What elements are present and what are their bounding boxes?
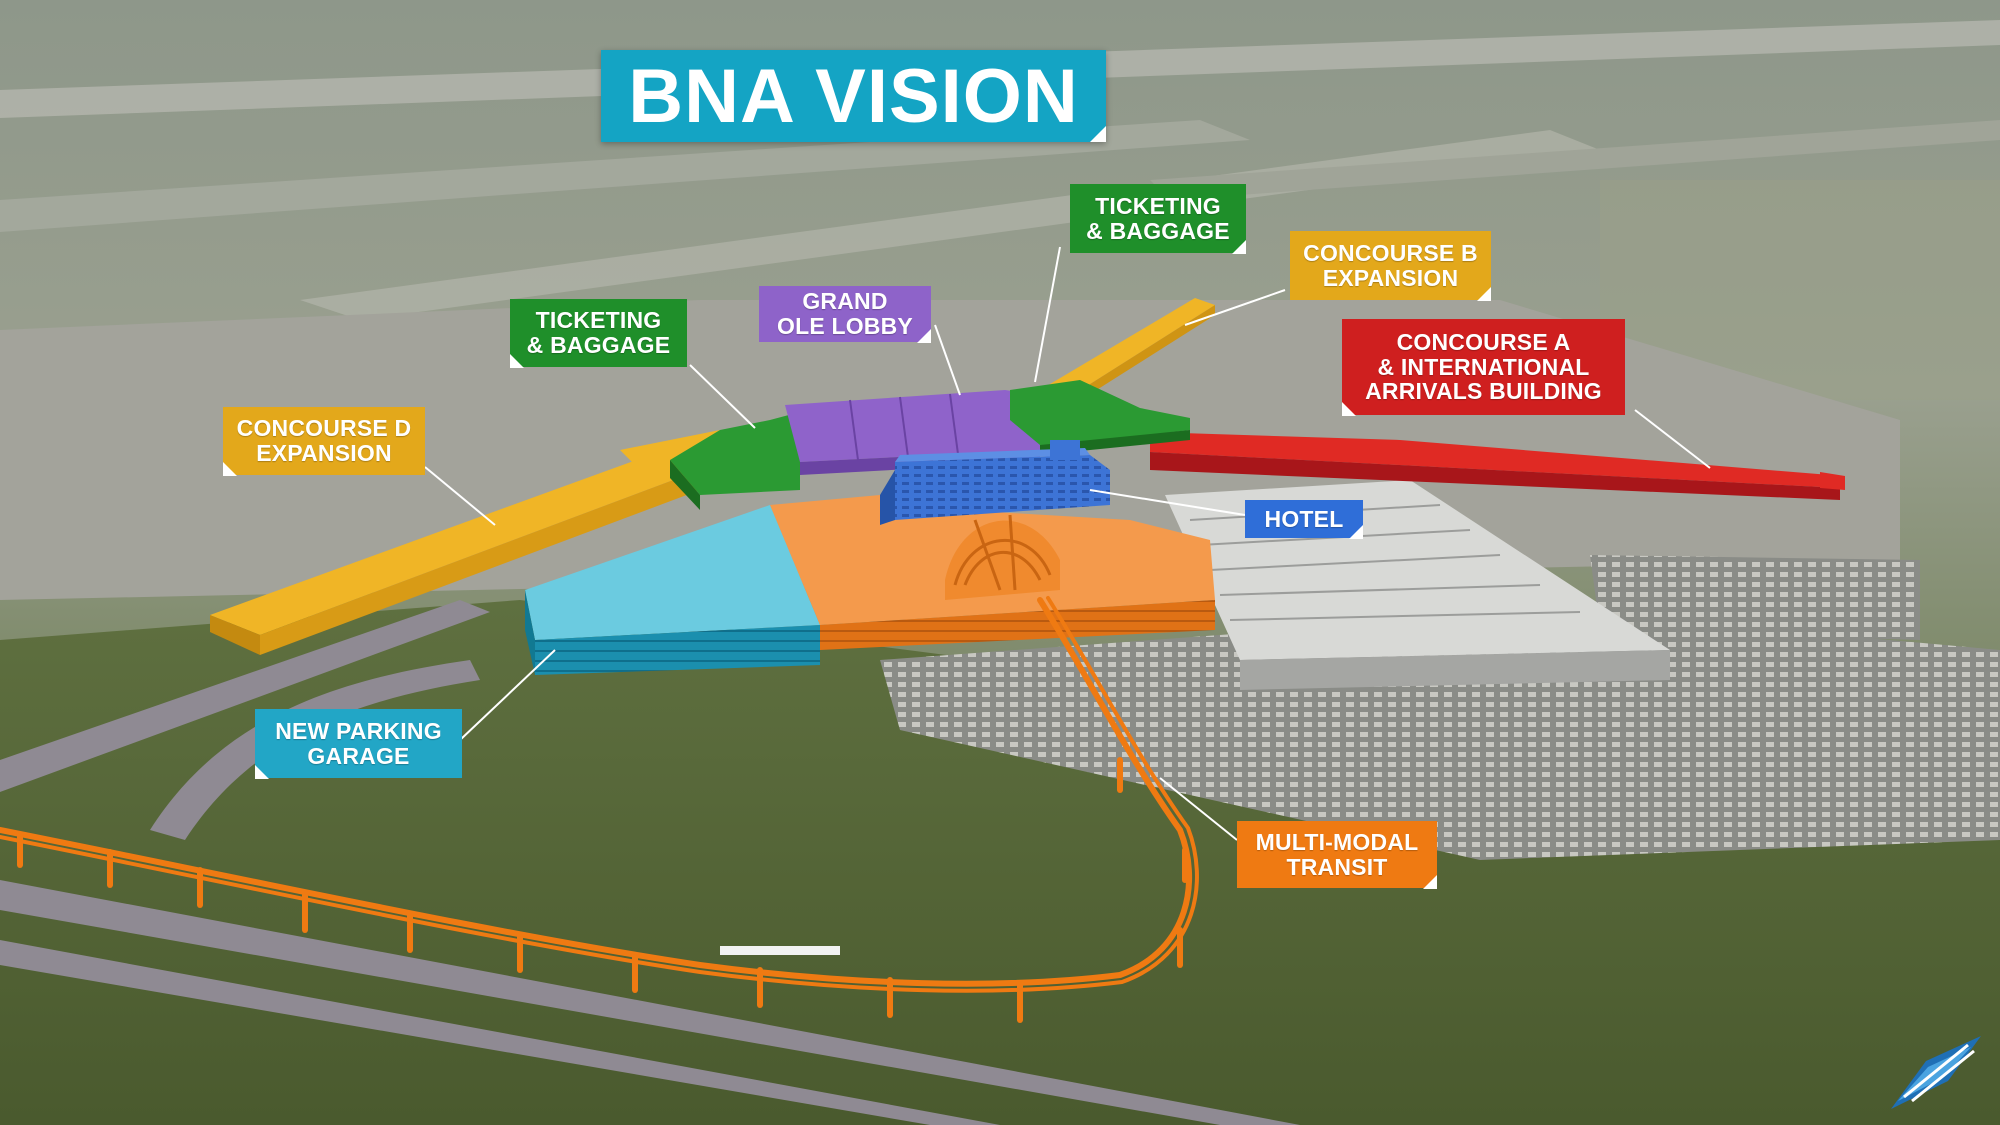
ticketing-left-building xyxy=(670,412,800,510)
label-concourse-d: CONCOURSE D EXPANSION xyxy=(223,407,425,476)
label-line: TICKETING xyxy=(1095,192,1221,219)
label-line: GARAGE xyxy=(307,742,410,769)
label-line: & BAGGAGE xyxy=(1086,217,1230,244)
callout-lines xyxy=(424,246,1711,841)
label-parking-garage: NEW PARKING GARAGE xyxy=(255,709,462,779)
label-line: EXPANSION xyxy=(1322,264,1459,291)
label-line: ARRIVALS BUILDING xyxy=(1365,378,1602,405)
label-line: CONCOURSE D xyxy=(236,415,412,442)
label-line: CONCOURSE B xyxy=(1303,239,1478,266)
transit-train xyxy=(720,946,840,955)
label-line: EXPANSION xyxy=(256,440,392,466)
surface-parking-2 xyxy=(1590,555,1920,640)
concourse-b-expansion-building xyxy=(1040,298,1215,410)
transit-guideway xyxy=(0,596,1199,1023)
label-line: NEW PARKING xyxy=(275,717,442,744)
transit-dome xyxy=(945,514,1060,600)
new-parking-garage-building xyxy=(525,505,820,675)
label-line: MULTI-MODAL xyxy=(1255,828,1419,855)
hotel-building xyxy=(880,440,1110,525)
label-line: & INTERNATIONAL xyxy=(1377,353,1590,380)
label-line: CONCOURSE A xyxy=(1396,328,1571,355)
label-ticketing-right: TICKETING & BAGGAGE xyxy=(1070,184,1246,254)
label-line: TRANSIT xyxy=(1286,853,1388,880)
concourse-a-building xyxy=(1150,432,1845,500)
roads xyxy=(0,600,1300,1125)
label-concourse-a: CONCOURSE A & INTERNATIONAL ARRIVALS BUI… xyxy=(1342,319,1625,416)
label-concourse-b: CONCOURSE B EXPANSION xyxy=(1290,231,1491,301)
label-line: HOTEL xyxy=(1264,505,1344,532)
label-multi-modal-transit: MULTI-MODAL TRANSIT xyxy=(1237,821,1437,889)
label-line: OLE LOBBY xyxy=(777,313,913,339)
bna-wing-logo-icon xyxy=(1891,1036,1981,1109)
label-hotel: HOTEL xyxy=(1245,500,1363,539)
label-line: & BAGGAGE xyxy=(526,332,671,358)
page-title: BNA VISION xyxy=(601,50,1106,142)
label-grand-ole-lobby: GRAND OLE LOBBY xyxy=(759,286,931,343)
label-line: GRAND xyxy=(802,288,888,315)
surface-parking xyxy=(880,610,2000,860)
label-line: TICKETING xyxy=(535,307,662,334)
label-ticketing-left: TICKETING & BAGGAGE xyxy=(510,299,687,368)
